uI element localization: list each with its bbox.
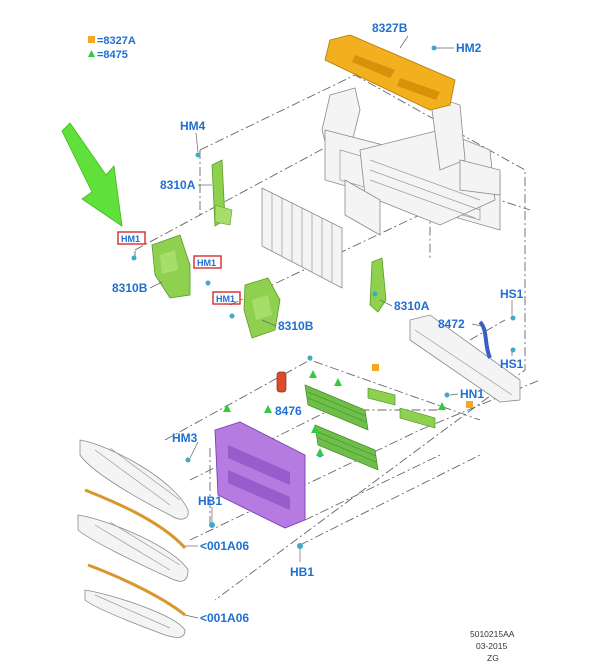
- fastener-hb1-left-icon: [209, 522, 215, 528]
- hm1-boxed-labels: HM1 HM1 HM1: [117, 231, 241, 305]
- footer-date: 03-2015: [476, 641, 507, 651]
- leader-lines: [149, 35, 513, 619]
- red-sensor-8476: [276, 371, 287, 393]
- hm1-box-a: [117, 231, 146, 245]
- triangle-marker-icon: [334, 378, 342, 386]
- condenser-core: [261, 187, 343, 289]
- air-deflector-8310b-left: [151, 234, 191, 299]
- callout-hb1-left: HB1: [198, 494, 222, 508]
- square-marker-icon: [372, 364, 379, 371]
- triangle-marker-icon: [223, 404, 231, 412]
- footer-initials: ZG: [487, 653, 499, 663]
- callout-hm1-b: HM1: [197, 258, 216, 268]
- callout-hb1-bottom: HB1: [290, 565, 314, 579]
- air-deflector-8310a-right: [369, 257, 387, 313]
- upper-shield-8327b: [324, 34, 456, 111]
- fastener-hn1-icon: [444, 392, 450, 398]
- air-deflector-8310b-mid: [243, 277, 281, 339]
- triangle-marker-icon: [264, 405, 272, 413]
- triangle-marker-icon: [309, 370, 317, 378]
- fastener-hm3-icon: [185, 457, 191, 463]
- triangle-marker-icon: [438, 402, 446, 410]
- diagram-markers: [223, 364, 473, 456]
- legend: =8327A =8475: [88, 35, 136, 61]
- callout-hm4: HM4: [180, 119, 206, 133]
- callout-8476: 8476: [275, 404, 302, 418]
- callout-8472: 8472: [438, 317, 465, 331]
- callout-8310b-left: 8310B: [112, 281, 148, 295]
- callout-hm3: HM3: [172, 431, 198, 445]
- fastener-8310a-right-icon: [372, 291, 378, 297]
- orange-deflector-beams: [84, 488, 187, 617]
- callout-hm2: HM2: [456, 41, 482, 55]
- green-pointer-arrow-icon: [61, 122, 123, 227]
- fastener-hb1-bottom-icon: [297, 543, 303, 549]
- callout-001a06-bottom: <001A06: [200, 611, 249, 625]
- fastener-hm1-c-icon: [229, 313, 235, 319]
- active-grille-shutters: [304, 384, 436, 471]
- fastener-hm2-icon: [431, 45, 437, 51]
- callout-hs1-bottom: HS1: [500, 357, 524, 371]
- part-callouts: 8327B HM2 HM4 8310A 8310B 8310B 8310A HS…: [112, 21, 524, 625]
- drawing-footer: 5010215AA 03-2015 ZG: [470, 629, 515, 663]
- legend-square-icon: [88, 36, 95, 43]
- callout-hm1-c: HM1: [216, 294, 235, 304]
- fastener-hm1-b-icon: [205, 280, 211, 286]
- fastener-hm1-a-icon: [131, 255, 137, 261]
- hm1-box-b: [193, 255, 222, 269]
- legend-triangle-icon: [88, 50, 95, 57]
- callout-hm1-a: HM1: [121, 234, 140, 244]
- hose-8472: [478, 320, 492, 359]
- callout-hs1-top: HS1: [500, 287, 524, 301]
- callout-001a06-top: <001A06: [200, 539, 249, 553]
- fastener-upper-frame-icon: [307, 355, 313, 361]
- triangle-marker-icon: [311, 425, 319, 433]
- callout-8310a-left: 8310A: [160, 178, 196, 192]
- callout-8310a-right: 8310A: [394, 299, 430, 313]
- radiator-support-structure: [321, 87, 501, 236]
- front-grilles: [77, 439, 189, 638]
- shutter-frame-purple: [214, 421, 306, 529]
- callout-hn1: HN1: [460, 387, 484, 401]
- square-marker-icon: [466, 401, 473, 408]
- callout-8327b: 8327B: [372, 21, 408, 35]
- legend-triangle-label: =8475: [97, 49, 128, 61]
- fastener-hs1-bottom-icon: [510, 347, 516, 353]
- legend-square-label: =8327A: [97, 35, 136, 47]
- fastener-hm4-icon: [195, 152, 201, 158]
- air-deflector-8310a-left: [211, 159, 233, 227]
- bumper-reinforcement: [409, 314, 521, 403]
- callout-8310b-mid: 8310B: [278, 319, 314, 333]
- footer-code: 5010215AA: [470, 629, 515, 639]
- hm1-box-c: [212, 291, 241, 305]
- fastener-hs1-top-icon: [510, 315, 516, 321]
- triangle-marker-icon: [316, 448, 324, 456]
